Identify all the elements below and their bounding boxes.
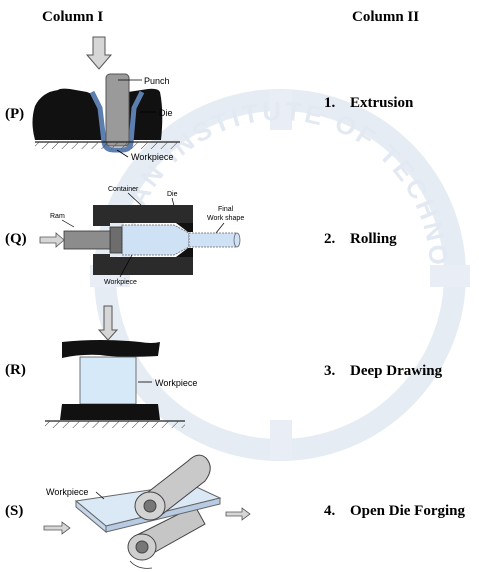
workpiece-billet — [121, 224, 190, 256]
option-4-number: 4. — [324, 503, 336, 519]
column-2-header: Column II — [352, 9, 420, 25]
option-3: 3. Deep Drawing — [324, 363, 442, 380]
container-top — [93, 205, 193, 226]
final-shape-label-2: Work shape — [207, 215, 244, 222]
upper-roll — [134, 454, 211, 521]
option-2: 2. Rolling — [324, 231, 397, 248]
row-label-r: (R) — [5, 362, 26, 378]
row-label-p: (P) — [5, 106, 25, 122]
option-2-number: 2. — [324, 231, 336, 247]
punch-arrow — [85, 36, 113, 70]
option-3-text: Deep Drawing — [350, 363, 443, 379]
figure-r-open-die-forging: Workpiece — [45, 305, 197, 428]
option-2-text: Rolling — [350, 231, 397, 247]
die-left — [32, 88, 105, 140]
ram-label: Ram — [50, 213, 65, 220]
die-bottom — [176, 248, 193, 257]
ram-head — [109, 226, 123, 254]
figure-q-extrusion: Container Die Final Work shape Ram Workp… — [39, 186, 244, 286]
punch — [105, 73, 130, 147]
ram-arrow — [39, 232, 65, 248]
container-label: Container — [108, 186, 139, 193]
die-top — [176, 223, 193, 232]
feed-arrow — [43, 521, 71, 535]
option-1: 1. Extrusion — [324, 95, 413, 112]
upper-die — [62, 340, 160, 358]
die-label-q: Die — [167, 191, 178, 198]
column-1-header: Column I — [42, 9, 104, 25]
lower-roll — [127, 505, 206, 561]
lower-die — [60, 404, 160, 420]
punch-label: Punch — [144, 76, 170, 86]
workpiece-label-p: Workpiece — [131, 152, 173, 162]
option-1-text: Extrusion — [350, 95, 414, 111]
figure-s-rolling: Workpiece — [43, 454, 251, 569]
option-1-number: 1. — [324, 95, 336, 111]
option-3-number: 3. — [324, 363, 336, 379]
option-4: 4. Open Die Forging — [324, 503, 465, 520]
final-shape-label-1: Final — [218, 206, 234, 213]
workpiece-label-s: Workpiece — [46, 487, 88, 497]
exit-arrow — [225, 507, 251, 521]
workpiece-block — [79, 356, 137, 405]
workpiece-label-r: Workpiece — [155, 378, 197, 388]
workpiece-label-q: Workpiece — [104, 279, 137, 286]
press-arrow — [97, 305, 119, 341]
row-label-s: (S) — [5, 503, 24, 519]
die-label: Die — [159, 108, 173, 118]
ram — [63, 230, 111, 250]
container-bottom — [93, 254, 193, 275]
option-4-text: Open Die Forging — [350, 503, 465, 519]
figure-p-deep-drawing: Punch Die Workpiece — [32, 36, 180, 162]
final-work-shape — [188, 232, 238, 248]
rotation-arrow — [129, 560, 153, 569]
row-label-q: (Q) — [5, 231, 27, 247]
